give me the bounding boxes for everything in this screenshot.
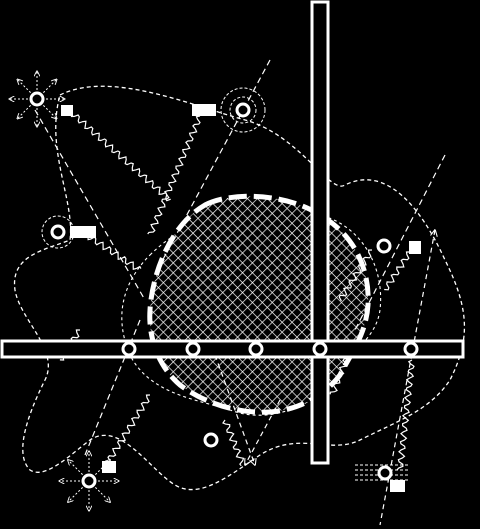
burst-icon	[9, 71, 65, 127]
node-bottom-mid	[203, 432, 219, 448]
wavy-line	[147, 115, 201, 235]
wavy-line	[70, 112, 171, 202]
burst-ray	[68, 487, 83, 502]
central-hatched-blob	[147, 193, 371, 415]
bar-node	[403, 341, 419, 357]
bar-node	[248, 341, 264, 357]
square-icon	[390, 480, 405, 492]
square-icon	[70, 226, 96, 238]
node-left	[41, 215, 75, 249]
square-icon	[192, 104, 216, 116]
node-top-left	[9, 71, 65, 127]
node-top-center	[220, 87, 266, 133]
dashed-arrow	[214, 354, 255, 465]
bar-node	[185, 341, 201, 357]
ring-icon	[220, 87, 266, 133]
burst-ray	[17, 79, 31, 93]
dashed-ray	[159, 59, 271, 266]
wavy-line	[384, 251, 410, 291]
wavy-line	[338, 249, 373, 302]
dashed-ray	[34, 109, 146, 301]
wavy-line	[107, 394, 151, 464]
burst-ray	[17, 105, 31, 118]
node-right	[376, 238, 392, 254]
bar-node	[312, 341, 328, 357]
dashed-arrow	[379, 230, 435, 526]
vertical-bar	[310, 0, 330, 465]
square-icon	[102, 461, 116, 473]
burst-ray	[43, 105, 56, 118]
wavy-line	[222, 419, 245, 467]
dashed-arrow	[245, 399, 281, 465]
burst-ray	[68, 460, 83, 475]
bar-nodes	[121, 341, 419, 357]
square-icon	[409, 241, 421, 254]
square-icon	[61, 105, 73, 116]
burst-ray	[43, 79, 56, 93]
wavy-line	[396, 359, 415, 471]
node-bottom-left	[59, 451, 119, 511]
wavy-line	[87, 235, 142, 270]
horizontal-bar	[0, 339, 465, 359]
bar-node	[121, 341, 137, 357]
dashed-ray	[354, 154, 446, 331]
burst-ray	[95, 487, 110, 502]
